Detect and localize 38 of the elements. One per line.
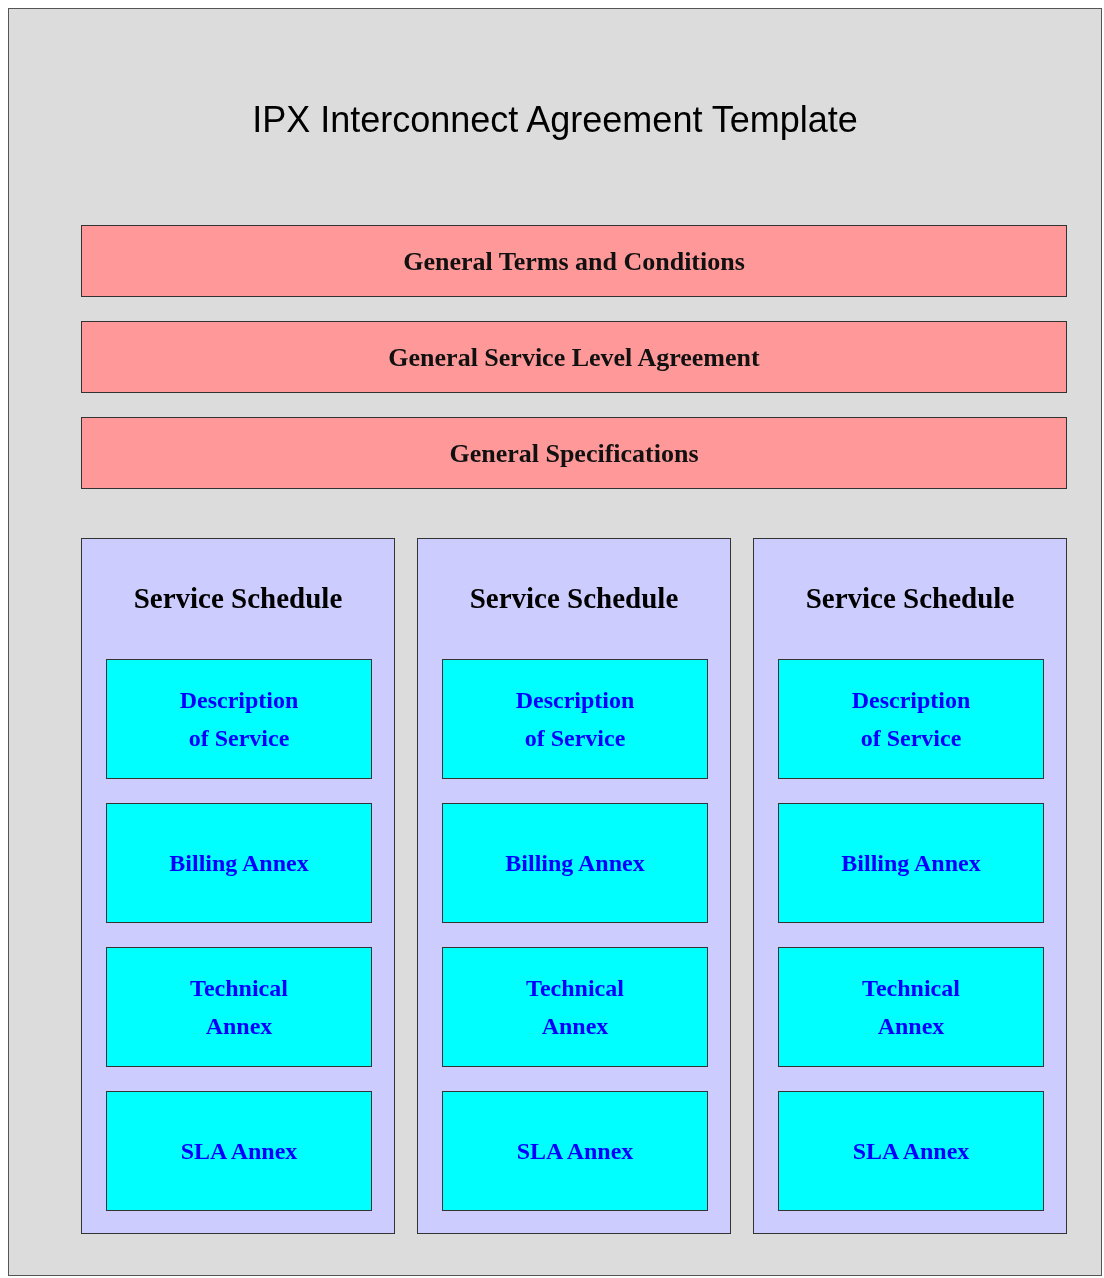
annex-label: Billing Annex bbox=[505, 849, 645, 878]
annex-label: Technical Annex bbox=[189, 974, 289, 1041]
annex-box bbox=[778, 659, 1044, 779]
annex-box bbox=[778, 1091, 1044, 1211]
schedule-heading: Service Schedule bbox=[804, 581, 1016, 616]
schedule-panel bbox=[753, 538, 1067, 1234]
annex-label: Description of Service bbox=[178, 686, 300, 753]
annex-label: SLA Annex bbox=[180, 1137, 298, 1166]
frame-label: IPX Interconnect Agreement Template bbox=[251, 98, 859, 142]
annex-box bbox=[442, 947, 708, 1067]
annex-label: Technical Annex bbox=[525, 974, 625, 1041]
schedule-panel bbox=[81, 538, 395, 1234]
annex-label: SLA Annex bbox=[516, 1137, 634, 1166]
annex-box bbox=[106, 659, 372, 779]
schedule-panel bbox=[417, 538, 731, 1234]
annex-box bbox=[442, 803, 708, 923]
annex-box bbox=[442, 1091, 708, 1211]
section-bar bbox=[81, 225, 1067, 297]
schedule-heading: Service Schedule bbox=[468, 581, 680, 616]
annex-box bbox=[778, 803, 1044, 923]
annex-box bbox=[106, 803, 372, 923]
annex-label: Billing Annex bbox=[169, 849, 309, 878]
section-bar bbox=[81, 417, 1067, 489]
annex-box bbox=[106, 947, 372, 1067]
annex-box bbox=[778, 947, 1044, 1067]
annex-box bbox=[442, 659, 708, 779]
schedule-heading: Service Schedule bbox=[132, 581, 344, 616]
annex-label: Description of Service bbox=[850, 686, 972, 753]
annex-label: Technical Annex bbox=[861, 974, 961, 1041]
section-title: General Terms and Conditions bbox=[403, 245, 745, 278]
annex-label: SLA Annex bbox=[852, 1137, 970, 1166]
section-bar bbox=[81, 321, 1067, 393]
annex-label: Billing Annex bbox=[841, 849, 981, 878]
annex-label: Description of Service bbox=[514, 686, 636, 753]
annex-box bbox=[106, 1091, 372, 1211]
section-title: General Specifications bbox=[449, 437, 699, 470]
diagram-frame bbox=[8, 8, 1102, 1276]
section-title: General Service Level Agreement bbox=[388, 341, 760, 374]
